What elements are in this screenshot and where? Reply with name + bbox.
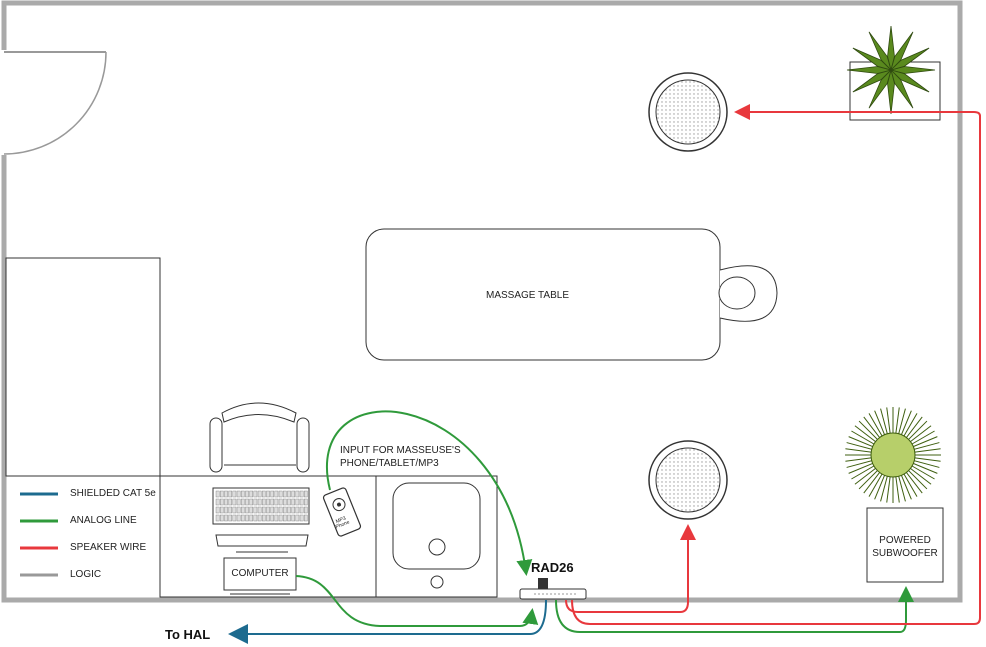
plant-bottom-icon — [845, 407, 941, 503]
plant-top-icon — [846, 25, 941, 121]
massage-table — [365, 228, 778, 361]
speaker-wire-bottom — [565, 524, 696, 613]
legend-label-analog: ANALOG LINE — [70, 515, 137, 526]
legend-label-logic: LOGIC — [70, 569, 102, 580]
analog-line-from-computer — [295, 575, 539, 627]
room-walls — [1, 0, 963, 603]
mp3-phone-icon — [322, 487, 362, 537]
powered-subwoofer — [866, 507, 944, 583]
speaker-top — [648, 72, 728, 152]
legend-label-cat5e: SHIELDED CAT 5e — [70, 488, 156, 499]
legend-label-speaker: SPEAKER WIRE — [70, 542, 147, 553]
cat5e-to-hal — [228, 599, 547, 644]
rad26-label: RAD26 — [531, 560, 574, 575]
input-note-line2: PHONE/TABLET/MP3 — [340, 458, 439, 469]
input-note-line1: INPUT FOR MASSEUSE'S — [340, 445, 461, 456]
subwoofer-label-line1: POWERED — [879, 535, 931, 546]
computer-label: COMPUTER — [231, 568, 289, 579]
subwoofer-label-line2: SUBWOOFER — [872, 548, 938, 559]
side-cabinet — [5, 257, 161, 477]
rad26-device — [519, 578, 587, 600]
analog-line-from-phone — [326, 410, 533, 576]
monitor — [215, 534, 309, 553]
door — [3, 51, 107, 155]
legend — [20, 492, 58, 577]
desk-chair — [209, 402, 310, 473]
speaker-bottom — [648, 440, 728, 520]
to-hal-label: To HAL — [165, 627, 211, 642]
sink — [375, 475, 498, 598]
computer — [223, 557, 297, 595]
keyboard — [212, 487, 310, 525]
massage-table-label: MASSAGE TABLE — [486, 290, 569, 301]
speaker-wire-top — [571, 104, 981, 625]
